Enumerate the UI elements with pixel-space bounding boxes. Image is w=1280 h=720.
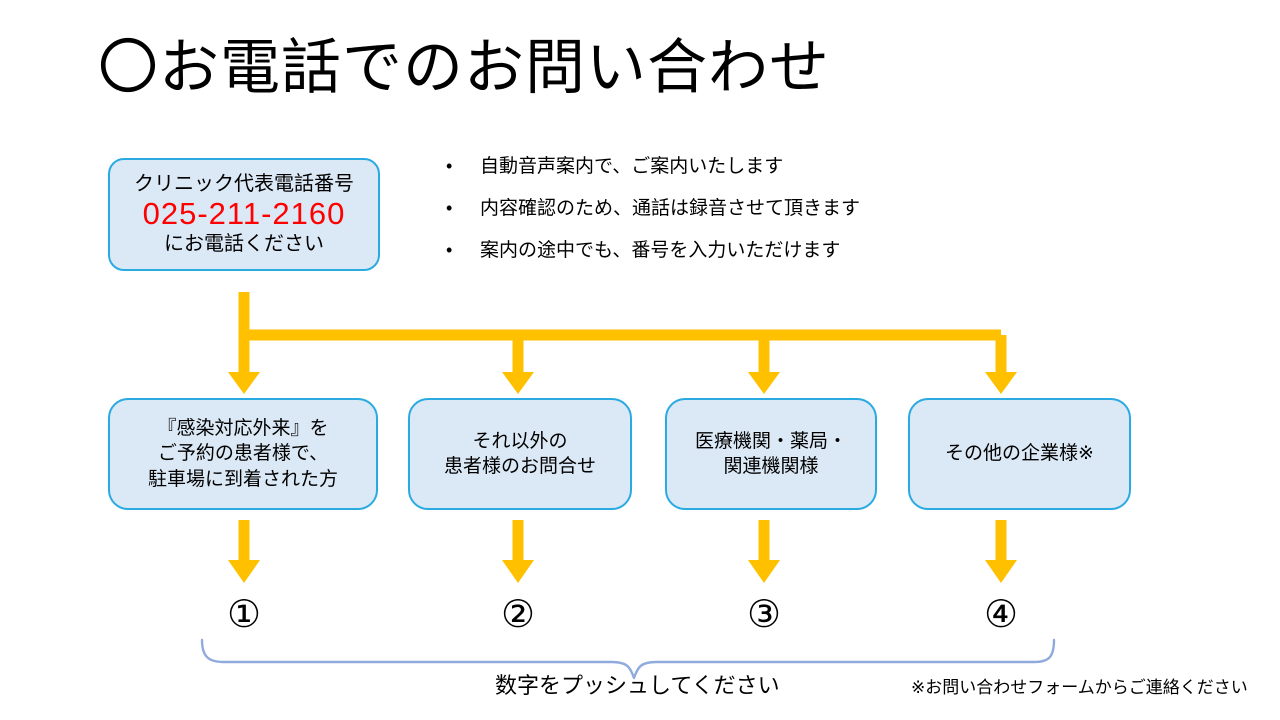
clinic-phone-number: 025-211-2160 bbox=[142, 196, 346, 232]
circled-number-2: ② bbox=[500, 594, 536, 636]
list-item: • 内容確認のため、通話は録音させて頂きます bbox=[440, 198, 1040, 221]
clinic-phone-box: クリニック代表電話番号 025-211-2160 にお電話ください bbox=[108, 158, 380, 271]
category-box-1-line-2: ご予約の患者様で、 bbox=[157, 443, 329, 465]
category-box-1-line-3: 駐車場に到着された方 bbox=[147, 468, 338, 490]
page-title: 〇お電話でのお問い合わせ bbox=[98, 34, 830, 101]
notes-bullet-list: • 自動音声案内で、ご案内いたします • 内容確認のため、通話は録音させて頂きま… bbox=[440, 156, 1040, 281]
circled-number-4: ④ bbox=[983, 594, 1019, 636]
circled-number-1: ① bbox=[226, 594, 262, 636]
list-item-label: 自動音声案内で、ご案内いたします bbox=[480, 156, 784, 177]
phone-box-instruction: にお電話ください bbox=[164, 232, 324, 255]
list-item: • 自動音声案内で、ご案内いたします bbox=[440, 156, 1040, 179]
list-item-label: 内容確認のため、通話は録音させて頂きます bbox=[480, 197, 861, 219]
category-box-2-line-2: 患者様のお問合せ bbox=[443, 456, 596, 477]
bullet-dot-icon: • bbox=[446, 156, 453, 176]
category-box-3-line-2: 関連機関様 bbox=[723, 456, 819, 477]
circled-number-3: ③ bbox=[746, 594, 782, 636]
list-item-label: 案内の途中でも、番号を入力いただけます bbox=[480, 239, 841, 261]
category-box-1: 『感染対応外来』を ご予約の患者様で、 駐車場に到着された方 bbox=[108, 398, 378, 510]
category-box-3: 医療機関・薬局・ 関連機関様 bbox=[665, 398, 877, 510]
category-box-1-line-1: 『感染対応外来』を bbox=[157, 418, 329, 440]
bullet-dot-icon: • bbox=[446, 239, 453, 260]
category-box-3-line-1: 医療機関・薬局・ bbox=[694, 430, 847, 452]
category-box-2-line-1: それ以外の bbox=[472, 430, 568, 452]
category-box-4-line-1: その他の企業様※ bbox=[945, 443, 1094, 465]
phone-box-heading: クリニック代表電話番号 bbox=[134, 172, 354, 195]
category-box-4: その他の企業様※ bbox=[908, 398, 1131, 510]
push-number-caption: 数字をプッシュしてください bbox=[495, 673, 780, 698]
contact-form-footnote: ※お問い合わせフォームからご連絡ください bbox=[911, 678, 1248, 697]
list-item: • 案内の途中でも、番号を入力いただけます bbox=[440, 240, 1040, 263]
category-box-2: それ以外の 患者様のお問合せ bbox=[408, 398, 632, 510]
bullet-dot-icon: • bbox=[446, 197, 453, 218]
